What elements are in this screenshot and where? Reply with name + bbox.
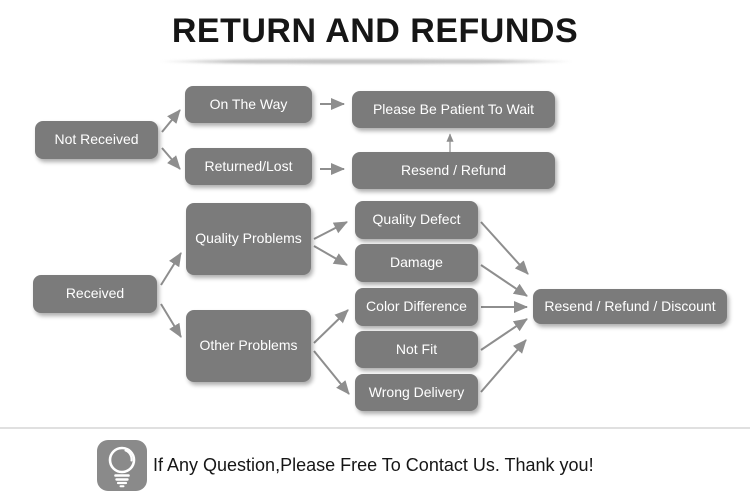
node-quality-problems: Quality Problems xyxy=(186,203,311,275)
node-color-difference: Color Difference xyxy=(355,288,478,326)
node-not-fit: Not Fit xyxy=(355,331,478,368)
node-damage: Damage xyxy=(355,244,478,282)
title-underline-decoration xyxy=(158,59,574,64)
node-wrong-delivery: Wrong Delivery xyxy=(355,374,478,411)
node-other-problems: Other Problems xyxy=(186,310,311,382)
node-not-received: Not Received xyxy=(35,121,158,159)
node-quality-defect: Quality Defect xyxy=(355,201,478,239)
node-returned-lost: Returned/Lost xyxy=(185,148,312,185)
node-resend-refund: Resend / Refund xyxy=(352,152,555,189)
node-received: Received xyxy=(33,275,157,313)
page-title: RETURN AND REFUNDS xyxy=(171,12,579,50)
lightbulb-icon xyxy=(97,440,147,491)
footer-divider xyxy=(0,427,750,429)
footer-message: If Any Question,Please Free To Contact U… xyxy=(153,455,594,475)
node-on-the-way: On The Way xyxy=(185,86,312,123)
node-resend-refund-discount: Resend / Refund / Discount xyxy=(533,289,727,324)
node-please-be-patient: Please Be Patient To Wait xyxy=(352,91,555,128)
